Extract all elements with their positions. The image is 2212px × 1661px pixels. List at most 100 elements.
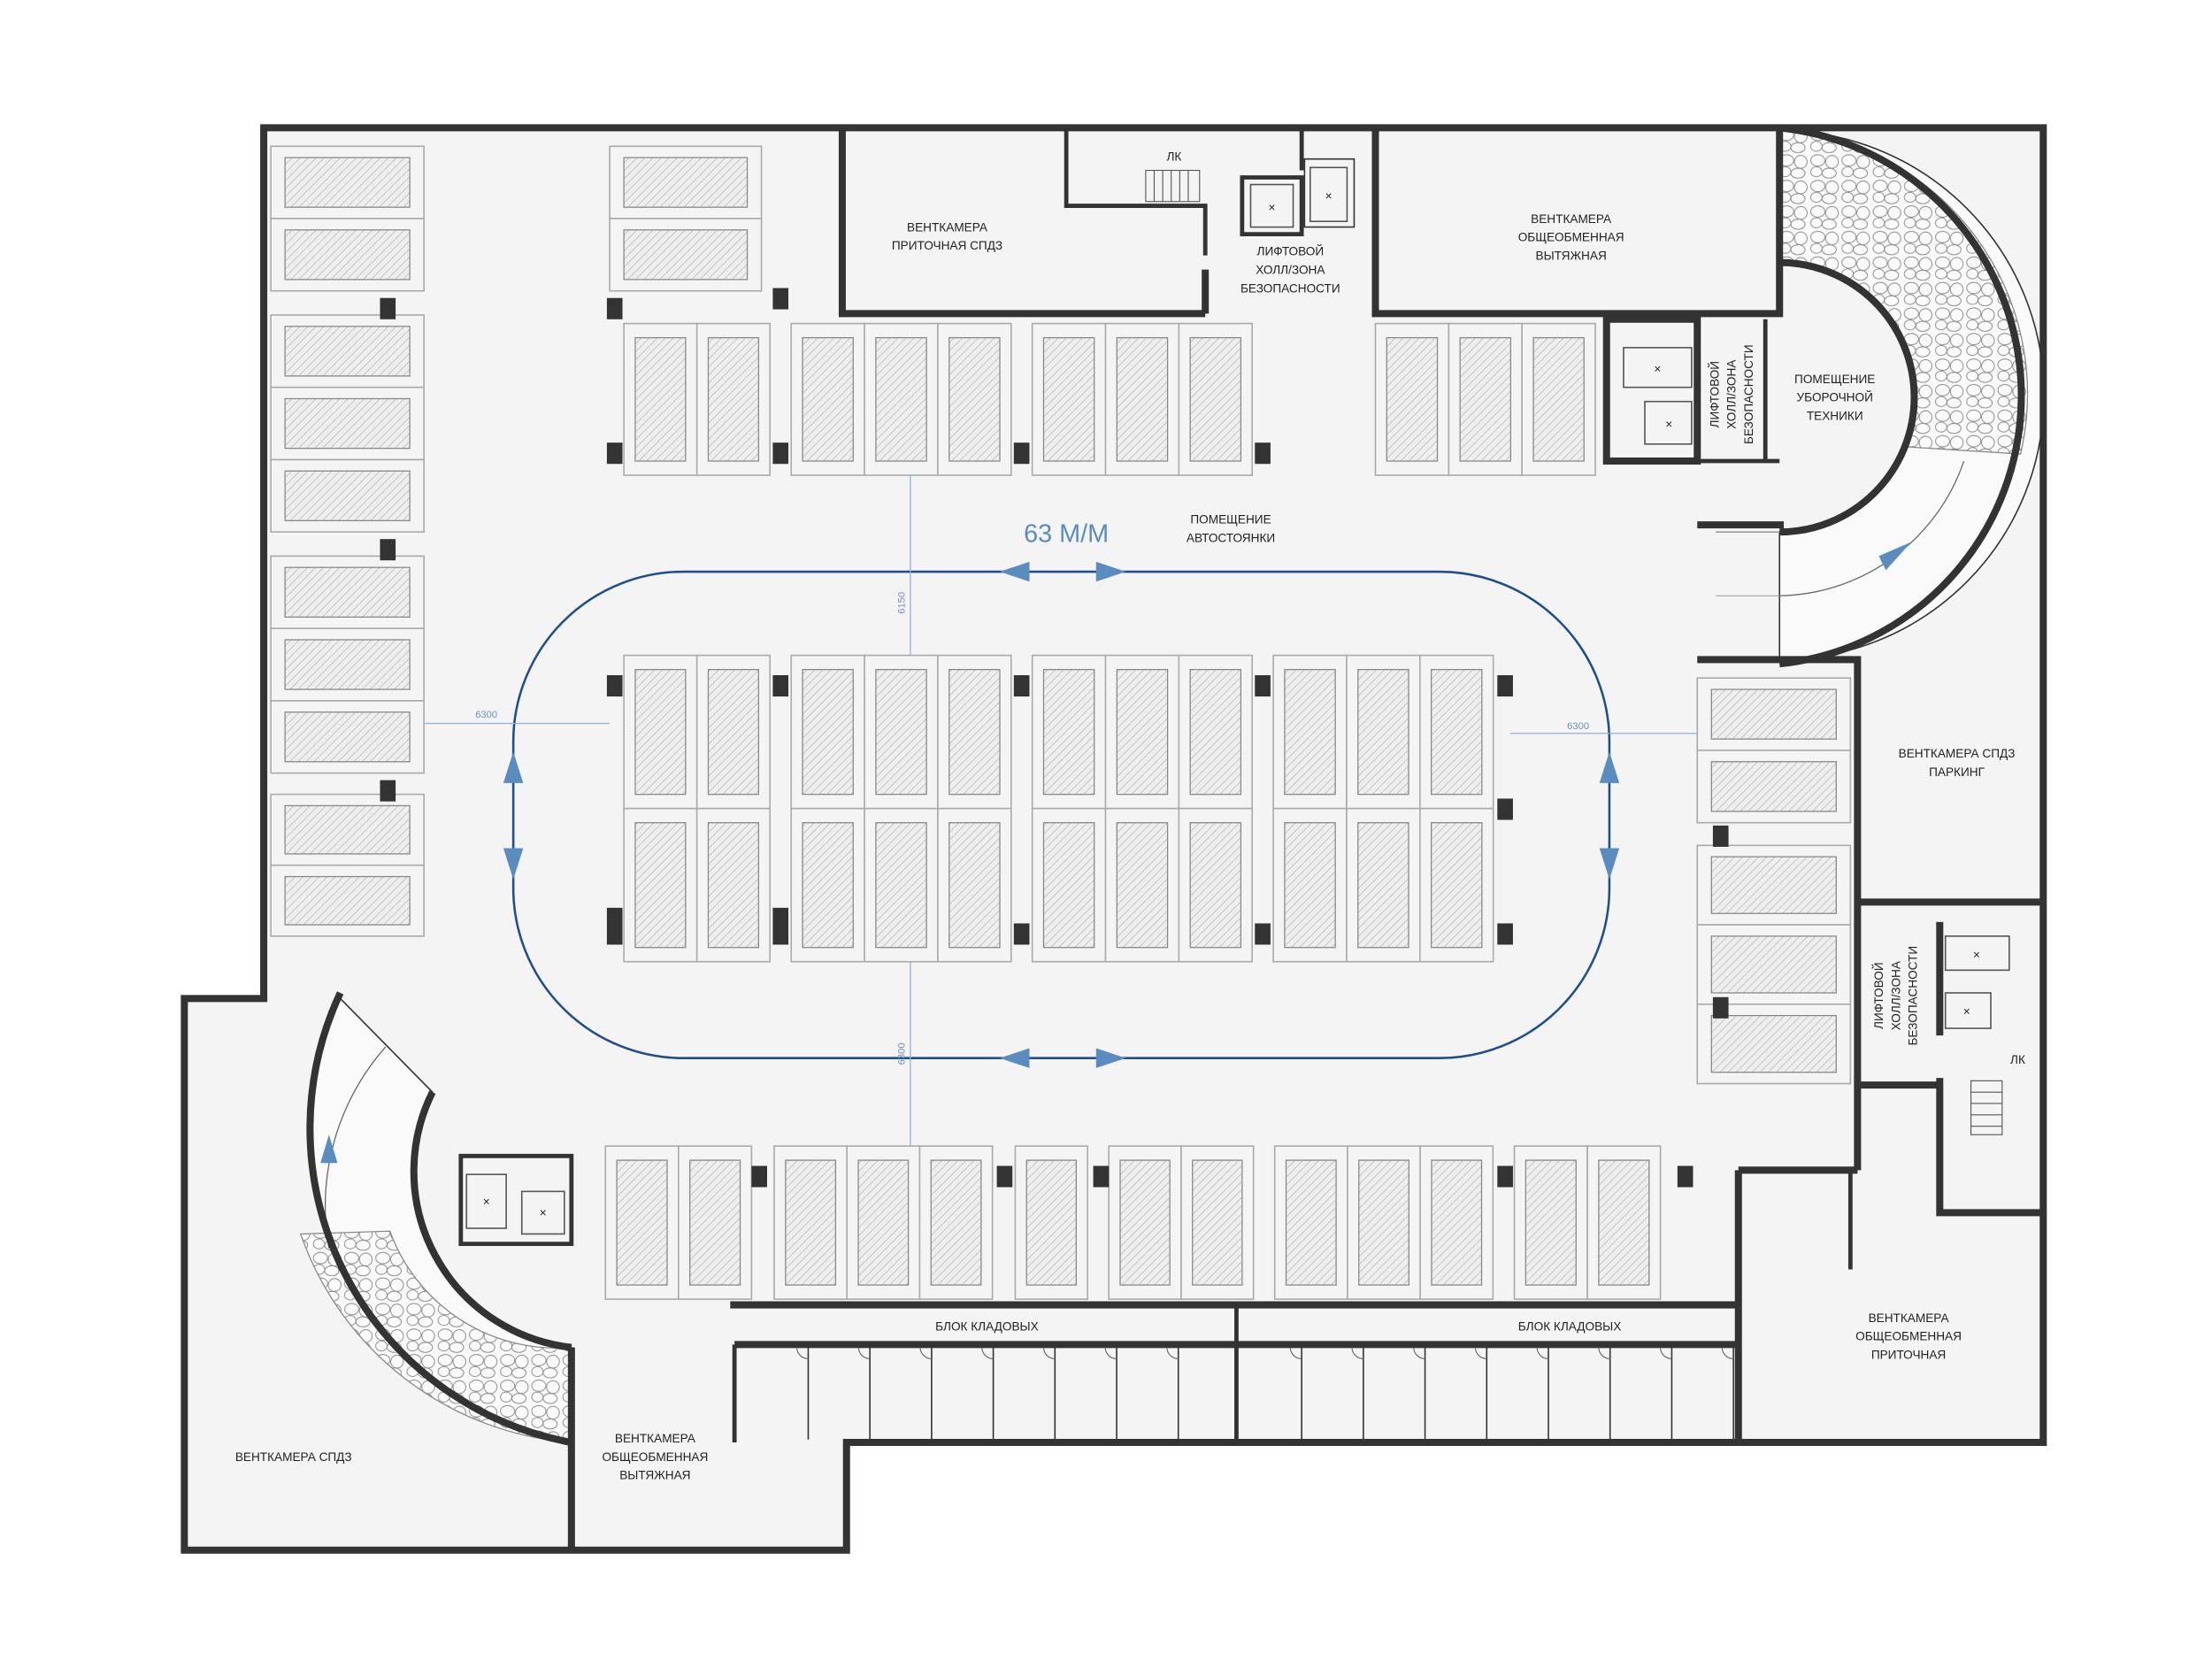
car-hatch bbox=[1284, 822, 1336, 949]
car-hatch bbox=[1042, 822, 1095, 949]
svg-text:×: × bbox=[1963, 1005, 1970, 1019]
storage-door bbox=[981, 1347, 994, 1360]
arrow-up-icon bbox=[503, 751, 524, 783]
car-hatch bbox=[1357, 822, 1409, 949]
column bbox=[772, 442, 789, 465]
lift-icon: × bbox=[520, 1190, 565, 1235]
car-hatch bbox=[1116, 668, 1169, 796]
storage-door bbox=[1166, 1347, 1179, 1360]
lift-icon: × bbox=[1623, 347, 1693, 388]
car-hatch bbox=[1532, 336, 1585, 462]
car-hatch bbox=[634, 336, 687, 462]
car-hatch bbox=[1025, 1159, 1077, 1286]
storage-door bbox=[1536, 1347, 1549, 1360]
arrow-left-icon bbox=[999, 1048, 1030, 1068]
room-storage-block-2: БЛОК КЛАДОВЫХ bbox=[1518, 1319, 1622, 1333]
column bbox=[1497, 1165, 1513, 1188]
column bbox=[380, 539, 396, 561]
outer-wall bbox=[180, 124, 2047, 1554]
storage-door bbox=[1413, 1347, 1425, 1360]
lift-icon: × bbox=[1249, 183, 1294, 228]
car-hatch bbox=[707, 336, 760, 462]
capacity-label: 63 М/М bbox=[1024, 519, 1109, 548]
dimension-top: 6150 bbox=[896, 592, 907, 614]
column bbox=[1712, 825, 1729, 847]
column bbox=[1497, 798, 1513, 820]
car-hatch bbox=[616, 1159, 668, 1286]
car-hatch bbox=[284, 711, 411, 763]
car-hatch bbox=[284, 470, 411, 521]
room-stair-right: ЛК bbox=[2010, 1053, 2025, 1066]
arrow-down-icon bbox=[503, 848, 524, 880]
lift-icon: × bbox=[1644, 400, 1693, 445]
arrow-right-icon bbox=[1095, 1048, 1126, 1068]
parking-spots bbox=[270, 145, 1852, 1300]
column bbox=[1093, 1165, 1110, 1188]
car-hatch bbox=[284, 875, 411, 926]
car-hatch bbox=[949, 822, 1001, 949]
traffic-loop bbox=[511, 570, 1611, 1059]
arrow-down-icon bbox=[1599, 848, 1620, 880]
car-hatch bbox=[1459, 336, 1512, 462]
storage-door bbox=[1289, 1347, 1302, 1360]
car-hatch bbox=[284, 157, 411, 208]
column bbox=[380, 780, 396, 802]
storage-cells bbox=[796, 1344, 1734, 1440]
arrow-up-icon bbox=[1599, 751, 1620, 783]
storage-door bbox=[1598, 1347, 1610, 1360]
car-hatch bbox=[707, 668, 760, 796]
car-hatch bbox=[785, 1159, 837, 1286]
car-hatch bbox=[1285, 1159, 1337, 1286]
lift-icon: × bbox=[1944, 992, 1992, 1029]
storage-door bbox=[1351, 1347, 1363, 1360]
car-hatch bbox=[1525, 1159, 1577, 1286]
storage-door bbox=[1660, 1347, 1672, 1360]
storage-door bbox=[796, 1347, 809, 1360]
svg-text:×: × bbox=[1973, 949, 1980, 962]
svg-text:×: × bbox=[1654, 363, 1661, 376]
interior-walls bbox=[458, 130, 2044, 1550]
arrow-right-icon bbox=[1095, 561, 1126, 582]
car-hatch bbox=[1598, 1159, 1650, 1286]
car-hatch bbox=[802, 668, 854, 796]
column bbox=[1013, 442, 1030, 465]
car-hatch bbox=[623, 229, 749, 281]
storage-door bbox=[1721, 1347, 1734, 1360]
car-hatch bbox=[802, 336, 854, 462]
car-hatch bbox=[623, 157, 749, 208]
room-storage-block-1: БЛОК КЛАДОВЫХ bbox=[935, 1319, 1039, 1333]
column bbox=[772, 288, 789, 310]
car-hatch bbox=[1116, 336, 1169, 462]
car-hatch bbox=[1042, 336, 1095, 462]
stair-icon bbox=[1145, 169, 1201, 203]
car-hatch bbox=[875, 668, 927, 796]
storage-door bbox=[1042, 1347, 1056, 1360]
ramp-left bbox=[299, 991, 572, 1446]
car-hatch bbox=[1358, 1159, 1409, 1286]
dimension-lines bbox=[424, 475, 1698, 1147]
column bbox=[606, 442, 623, 465]
structural-columns bbox=[380, 288, 1729, 1188]
car-hatch bbox=[1710, 761, 1837, 812]
car-hatch bbox=[802, 822, 854, 949]
car-hatch bbox=[1284, 668, 1336, 796]
car-hatch bbox=[284, 397, 411, 450]
lifts: × × × × × × × × bbox=[465, 166, 2010, 1235]
column bbox=[1255, 442, 1271, 465]
svg-text:×: × bbox=[1665, 418, 1672, 431]
car-hatch bbox=[1710, 688, 1837, 740]
car-hatch bbox=[284, 639, 411, 690]
car-hatch bbox=[1192, 1159, 1243, 1286]
car-hatch bbox=[857, 1159, 910, 1286]
column bbox=[380, 297, 396, 319]
svg-text:×: × bbox=[540, 1206, 547, 1219]
car-hatch bbox=[707, 822, 760, 949]
column bbox=[751, 1165, 767, 1188]
lift-icon: × bbox=[1309, 166, 1348, 223]
column bbox=[996, 1165, 1013, 1188]
